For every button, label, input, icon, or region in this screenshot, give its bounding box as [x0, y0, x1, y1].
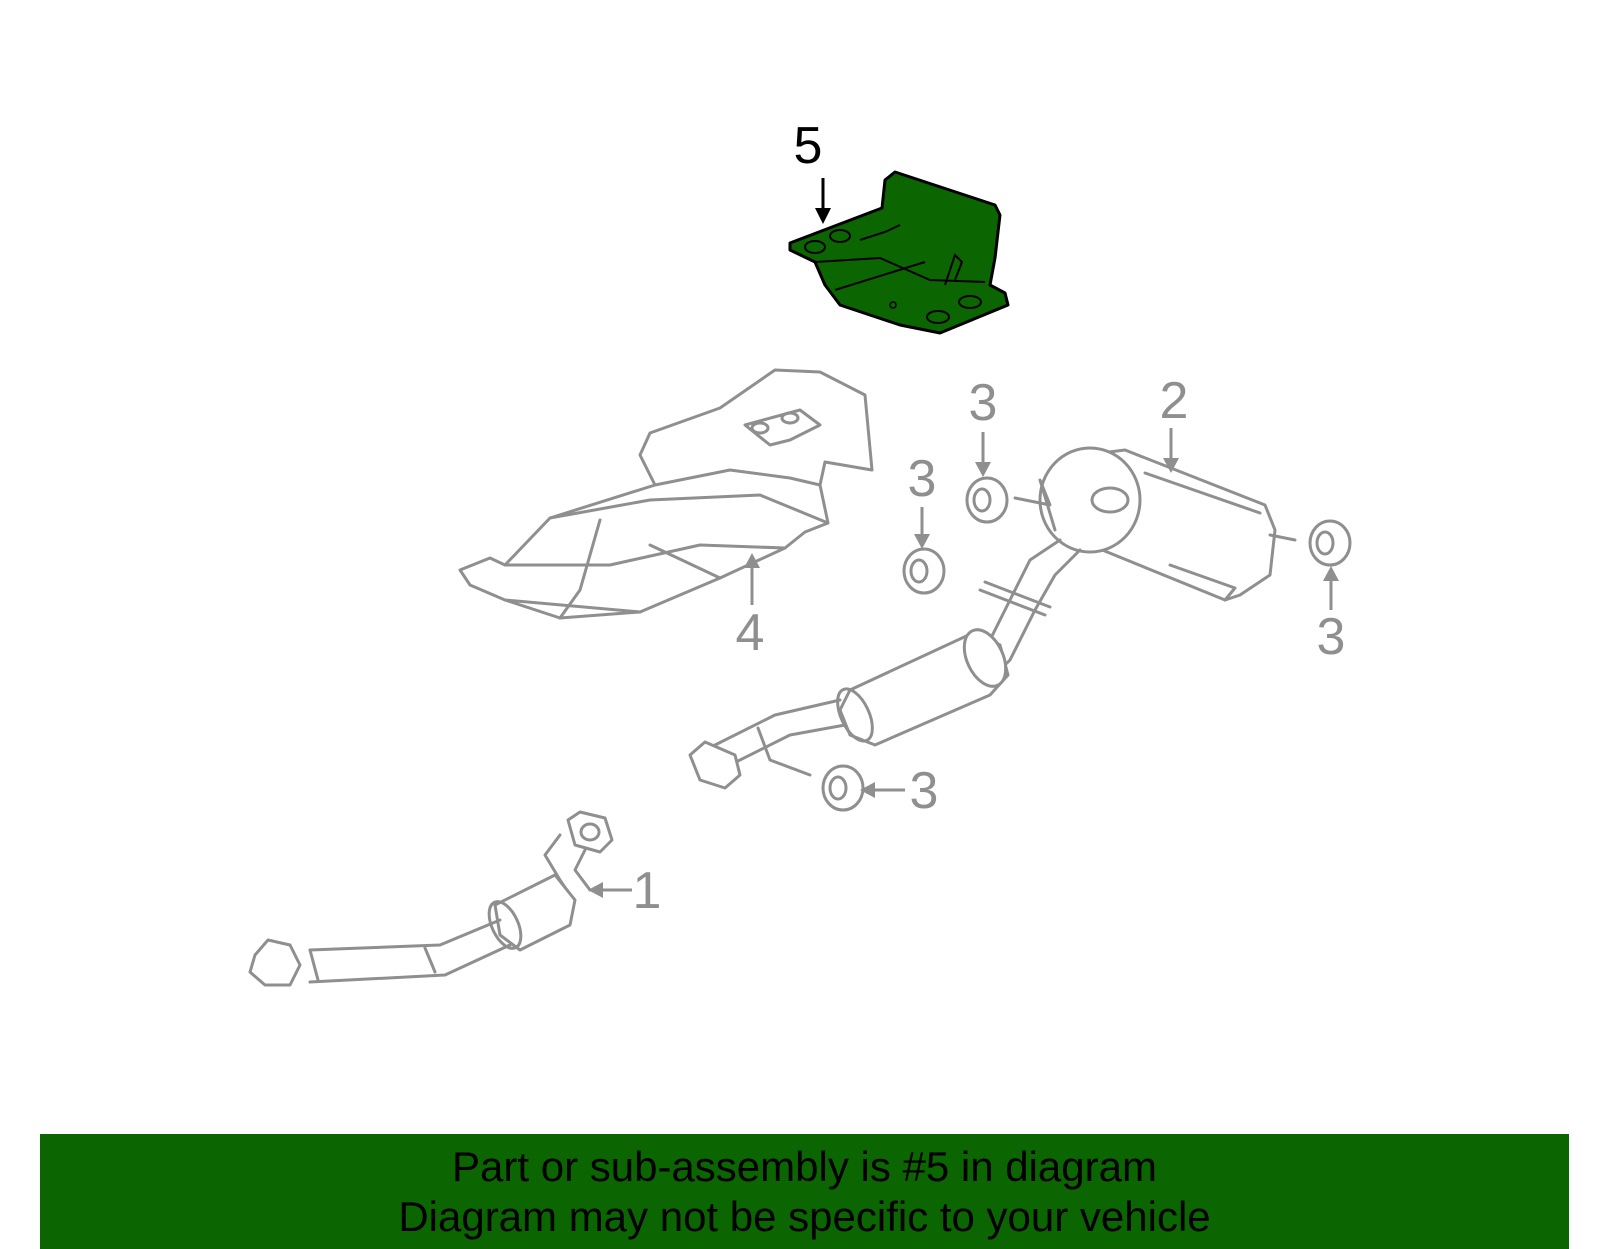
callout-3a: 3: [969, 374, 998, 477]
callout-3c-label: 3: [1317, 608, 1346, 666]
part-3-hanger-d[interactable]: [821, 764, 865, 812]
part-3-hanger-b[interactable]: [902, 547, 946, 595]
part-5-heat-shield[interactable]: [788, 170, 1010, 335]
callout-3b-label: 3: [908, 450, 937, 508]
callout-4: 4: [736, 553, 765, 662]
callout-2-label: 2: [1160, 372, 1189, 430]
part-3-hanger-a[interactable]: [965, 476, 1009, 524]
callout-4-label: 4: [736, 604, 765, 662]
part-1-converter-pipe[interactable]: [248, 810, 614, 987]
info-banner: Part or sub-assembly is #5 in diagram Di…: [40, 1134, 1569, 1249]
part-4-heat-shield[interactable]: [458, 368, 874, 620]
banner-line-1: Part or sub-assembly is #5 in diagram: [452, 1143, 1157, 1190]
callout-3d-label: 3: [910, 762, 939, 820]
callout-3a-label: 3: [969, 374, 998, 432]
banner-line-2: Diagram may not be specific to your vehi…: [398, 1193, 1211, 1240]
part-2-muffler[interactable]: [688, 446, 1297, 790]
callout-1: 1: [588, 862, 661, 920]
callout-3b: 3: [908, 450, 937, 549]
callout-1-label: 1: [633, 862, 662, 920]
part-3-hanger-c[interactable]: [1308, 519, 1352, 567]
callout-3d: 3: [860, 762, 938, 820]
callout-5-label: 5: [794, 117, 823, 175]
callout-2: 2: [1160, 372, 1189, 473]
callout-5: 5: [794, 117, 831, 224]
callout-3c: 3: [1317, 566, 1346, 666]
